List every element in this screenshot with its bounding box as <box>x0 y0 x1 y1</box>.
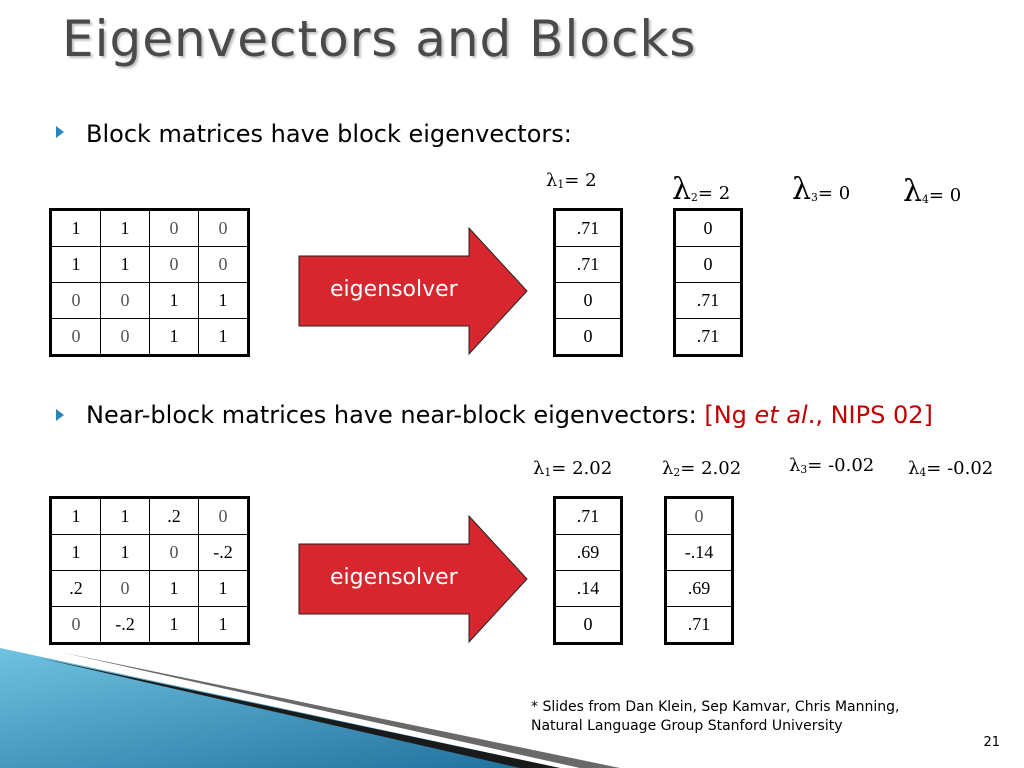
bullet-block-matrices: Block matrices have block eigenvectors: <box>56 120 572 148</box>
lambda-4: λ4= -0.02 <box>908 458 994 480</box>
footnote: * Slides from Dan Klein, Sep Kamvar, Chr… <box>531 699 900 734</box>
lambda-1: λ1= 2 <box>546 170 597 192</box>
eigensolver-label: eigensolver <box>330 565 458 590</box>
bullet-arrow-icon <box>56 409 64 421</box>
eigenvector-2: 0 -.14 .69 .71 <box>664 496 734 645</box>
citation-open: [Ng <box>704 401 755 429</box>
bullet-near-block-matrices: Near-block matrices have near-block eige… <box>56 398 966 432</box>
bullet-text: Near-block matrices have near-block eige… <box>86 401 705 429</box>
lambda-4: λ4= 0 <box>903 174 962 209</box>
eigenvector-1: .71 .69 .14 0 <box>553 496 623 645</box>
citation-etal: et al <box>754 401 808 429</box>
lambda-2: λ2= 2 <box>672 172 731 207</box>
lambda-2: λ2= 2.02 <box>662 458 742 480</box>
eigenvector-2: 0 0 .71 .71 <box>673 208 743 357</box>
citation-close: ., NIPS 02] <box>807 401 933 429</box>
lambda-1: λ1= 2.02 <box>533 458 613 480</box>
lambda-3: λ3= 0 <box>792 172 851 207</box>
eigenvector-1: .71 .71 0 0 <box>553 208 623 357</box>
lambda-3: λ3= -0.02 <box>789 455 875 477</box>
eigensolver-arrow <box>298 226 528 356</box>
bullet-arrow-icon <box>56 126 64 138</box>
page-number: 21 <box>983 735 1000 750</box>
eigensolver-label: eigensolver <box>330 277 458 302</box>
slide-title: Eigenvectors and Blocks <box>62 10 697 68</box>
eigensolver-arrow <box>298 514 528 644</box>
bullet-text: Block matrices have block eigenvectors: <box>86 120 572 148</box>
